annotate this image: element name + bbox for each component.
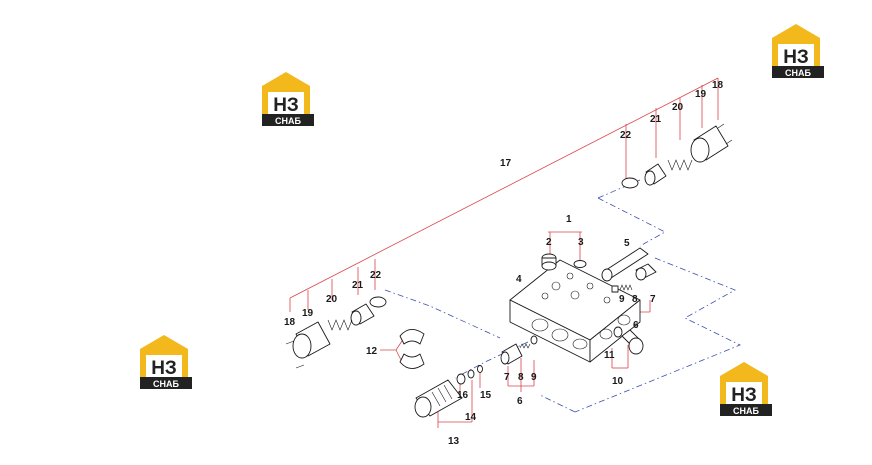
callout-2: 2 xyxy=(546,237,552,248)
callout-10: 10 xyxy=(612,376,624,387)
logo-top-left: НЗ СНАБ xyxy=(262,72,314,126)
logo-letters: НЗ xyxy=(731,385,757,406)
valve-body xyxy=(509,259,641,363)
callout-21-left: 21 xyxy=(352,280,364,291)
logo-letters: НЗ xyxy=(273,95,299,116)
logo-bottom-left: НЗ СНАБ xyxy=(140,335,192,389)
callout-20-left: 20 xyxy=(326,294,338,305)
ring-15 xyxy=(467,369,475,379)
ring-15b xyxy=(477,365,483,373)
ring-16 xyxy=(456,373,466,385)
callout-3: 3 xyxy=(578,237,584,248)
logo-top-right: НЗ СНАБ xyxy=(772,24,824,78)
fitting-lower xyxy=(500,335,538,365)
callout-7-bottom: 7 xyxy=(504,372,510,383)
leader-lines xyxy=(289,77,719,428)
logo-word: СНАБ xyxy=(275,116,301,126)
callout-6-right: 6 xyxy=(633,320,639,331)
callout-18-right: 18 xyxy=(712,80,724,91)
plug-3 xyxy=(573,260,587,268)
callout-16: 16 xyxy=(457,390,469,401)
callout-17: 17 xyxy=(500,158,512,169)
spring-upper-right xyxy=(611,284,633,293)
callout-18-left: 18 xyxy=(284,317,296,328)
callout-8-right: 8 xyxy=(632,294,638,305)
callout-19-left: 19 xyxy=(302,308,314,319)
callout-15: 15 xyxy=(480,390,492,401)
callout-labels: 1 2 3 4 5 9 8 7 6 11 10 12 7 8 9 6 16 15… xyxy=(284,80,724,447)
plug-2-base xyxy=(541,261,557,271)
logo-bottom-right: НЗ СНАБ xyxy=(720,362,772,416)
callout-20-right: 20 xyxy=(672,102,684,113)
callout-5: 5 xyxy=(624,238,630,249)
callout-22-left: 22 xyxy=(370,270,382,281)
callout-9-bottom: 9 xyxy=(531,372,537,383)
logo-word: СНАБ xyxy=(733,406,759,416)
logo-word: СНАБ xyxy=(785,68,811,78)
logo-letters: НЗ xyxy=(151,358,177,379)
callout-21-right: 21 xyxy=(650,114,662,125)
callout-1: 1 xyxy=(566,214,572,225)
callout-12: 12 xyxy=(366,346,378,357)
callout-14: 14 xyxy=(465,412,477,423)
end-cap-left xyxy=(285,296,387,369)
logo-letters: НЗ xyxy=(783,47,809,68)
callout-9-right: 9 xyxy=(619,294,625,305)
callout-8-bottom: 8 xyxy=(518,372,524,383)
piston-10 xyxy=(613,326,644,355)
callout-7-right: 7 xyxy=(650,294,656,305)
callout-6-bottom: 6 xyxy=(517,396,523,407)
end-cap-right xyxy=(621,123,733,189)
seals-12 xyxy=(399,329,425,369)
callout-13: 13 xyxy=(448,436,460,447)
callout-4: 4 xyxy=(516,274,522,285)
logo-word: СНАБ xyxy=(153,379,179,389)
callout-22-right: 22 xyxy=(620,130,632,141)
callout-11: 11 xyxy=(604,350,615,361)
cartridge-13 xyxy=(414,379,463,418)
callout-19-right: 19 xyxy=(695,89,707,100)
part-5-stem xyxy=(601,247,657,282)
